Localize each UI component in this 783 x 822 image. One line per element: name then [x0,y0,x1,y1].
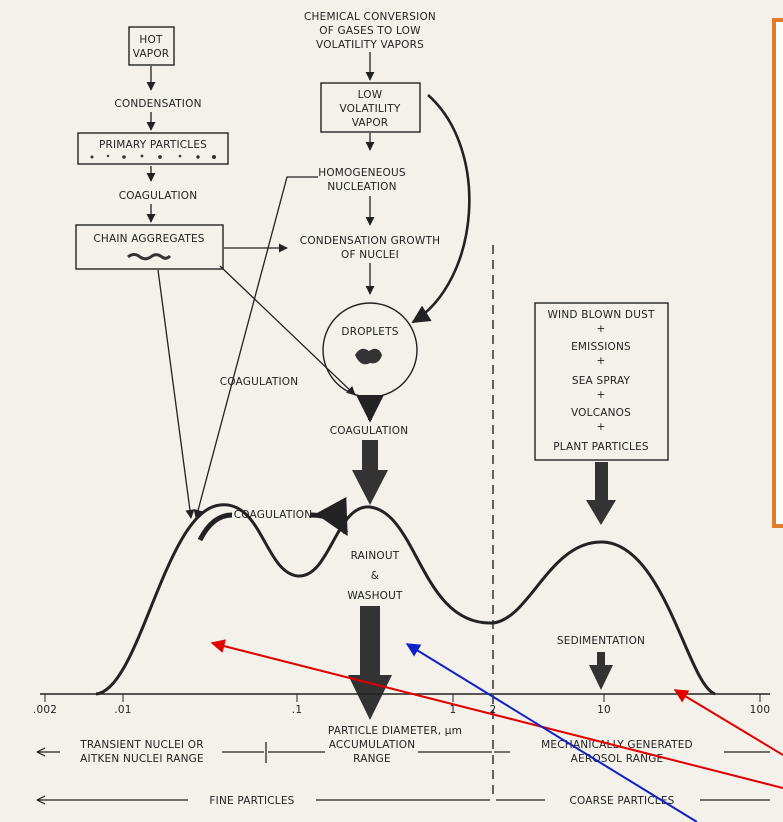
droplets-circle: DROPLETS [322,302,418,398]
svg-text:VOLATILITY VAPORS: VOLATILITY VAPORS [316,39,424,51]
sedimentation-label: SEDIMENTATION [557,635,645,647]
svg-text:+: + [597,355,606,367]
svg-text:+: + [597,421,606,433]
svg-text:DROPLETS: DROPLETS [341,326,398,338]
svg-text:VAPOR: VAPOR [133,48,170,60]
coagulation-left-label: COAGULATION [119,190,198,202]
tick-2: 2 [490,704,497,716]
red-pointer-arrow-left [210,639,783,789]
chain-aggregates-box: CHAIN AGGREGATES [75,224,224,270]
low-volatility-vapor-box: LOW VOLATILITY VAPOR [320,82,421,133]
svg-text:CHEMICAL CONVERSION: CHEMICAL CONVERSION [304,11,436,23]
big-arrow-coarse [586,462,616,525]
red-pointer-arrow-right [673,689,783,756]
svg-text:+: + [597,323,606,335]
svg-text:VOLCANOS: VOLCANOS [571,407,631,419]
condensation-label: CONDENSATION [114,98,201,110]
svg-text:TRANSIENT NUCLEI OR: TRANSIENT NUCLEI OR [79,739,203,751]
range-coarse: COARSE PARTICLES [496,795,770,807]
range-accumulation: ACCUMULATION RANGE [268,739,492,765]
svg-text:PLANT PARTICLES: PLANT PARTICLES [553,441,649,453]
svg-text:NUCLEATION: NUCLEATION [327,181,396,193]
svg-text:VAPOR: VAPOR [352,117,389,129]
svg-text:AEROSOL RANGE: AEROSOL RANGE [571,753,664,765]
svg-text:OF GASES TO LOW: OF GASES TO LOW [319,25,421,37]
svg-text:HOT: HOT [139,34,163,46]
homogeneous-nucleation-label: HOMOGENEOUS NUCLEATION [318,167,406,193]
svg-text:FINE PARTICLES: FINE PARTICLES [209,795,294,807]
condensation-growth-label: CONDENSATION GROWTH OF NUCLEI [300,235,440,261]
rainout-label: RAINOUT & WASHOUT [347,550,403,602]
svg-text:RANGE: RANGE [353,753,391,765]
tick-100: 100 [750,704,771,716]
svg-text:CHAIN AGGREGATES: CHAIN AGGREGATES [93,233,204,245]
svg-text:AITKEN NUCLEI RANGE: AITKEN NUCLEI RANGE [80,753,204,765]
tick-1: 1 [450,704,457,716]
blue-pointer-arrow [405,643,698,822]
svg-text:WIND BLOWN DUST: WIND BLOWN DUST [547,309,655,321]
tick-0002: .002 [33,704,57,716]
primary-particles-box: PRIMARY PARTICLES [77,132,229,165]
svg-text:&: & [371,570,379,582]
big-arrow-accumulation [352,440,388,505]
svg-text:+: + [597,389,606,401]
range-fine: FINE PARTICLES [36,795,490,807]
overlay-panel [772,18,783,528]
svg-text:SEA SPRAY: SEA SPRAY [572,375,631,387]
sedimentation-arrow [589,652,613,690]
distribution-curve [95,503,716,696]
axis-title: PARTICLE DIAMETER, µm [328,725,462,737]
tick-01: .1 [292,704,302,716]
coagulation-peak-label: COAGULATION [234,509,313,521]
svg-text:ACCUMULATION: ACCUMULATION [329,739,416,751]
svg-text:RAINOUT: RAINOUT [351,550,400,562]
rainout-arrow [348,606,392,720]
tick-10: 10 [597,704,611,716]
range-transient: TRANSIENT NUCLEI OR AITKEN NUCLEI RANGE [36,739,264,765]
range-mechanical: MECHANICALLY GENERATED AEROSOL RANGE [494,739,770,765]
coagulation-mid-left-label: COAGULATION [220,376,299,388]
svg-text:PRIMARY PARTICLES: PRIMARY PARTICLES [99,139,207,151]
svg-text:EMISSIONS: EMISSIONS [571,341,631,353]
svg-text:LOW: LOW [358,89,383,101]
tick-001: .01 [114,704,131,716]
svg-text:COARSE PARTICLES: COARSE PARTICLES [569,795,674,807]
svg-text:WASHOUT: WASHOUT [347,590,403,602]
svg-text:HOMOGENEOUS: HOMOGENEOUS [318,167,406,179]
chemical-conversion-label: CHEMICAL CONVERSION OF GASES TO LOW VOLA… [304,11,436,51]
hot-vapor-box: HOT VAPOR [128,26,175,66]
svg-text:VOLATILITY: VOLATILITY [339,103,400,115]
coarse-sources-box: WIND BLOWN DUST + EMISSIONS + SEA SPRAY … [534,302,669,461]
svg-text:CONDENSATION GROWTH: CONDENSATION GROWTH [300,235,440,247]
coagulation-center-label: COAGULATION [330,425,409,437]
svg-text:OF NUCLEI: OF NUCLEI [341,249,399,261]
x-axis: .002 .01 .1 1 2 10 100 PARTICLE DIAMETER… [33,693,771,737]
